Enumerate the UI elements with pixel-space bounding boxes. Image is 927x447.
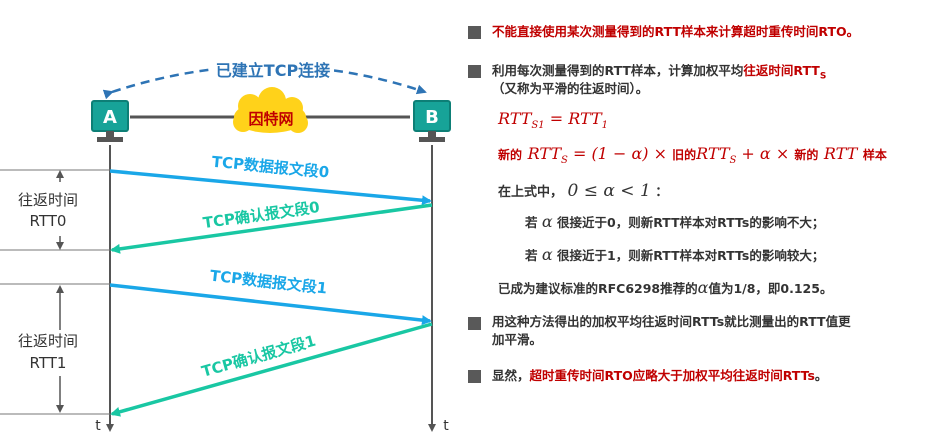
formula-subscript: S — [561, 155, 568, 167]
bullet-marker — [468, 26, 481, 39]
formula-subscript: 1 — [601, 120, 608, 132]
host-b-computer: B — [413, 100, 451, 142]
point-weighted-average-line2: （又称为平滑的往返时间）。 — [492, 81, 649, 96]
alpha-range: 在上式中， 0 ≤ α < 1 ： — [498, 180, 668, 204]
alpha-near-zero-pre: 若 — [525, 215, 538, 230]
data-segment-0-arrow — [109, 169, 432, 206]
rtts-term-text: 往返时间RTT — [743, 63, 820, 78]
rtt1-label-line2: RTT1 — [30, 354, 67, 372]
rtts-term: 往返时间RTTS — [743, 63, 826, 82]
alpha-near-one-text: 很接近于1，则新RTT样本对RTTs的影响较大； — [557, 248, 825, 263]
formula-equals: = — [544, 109, 569, 128]
rtt1-label-line1: 往返时间 — [18, 332, 78, 350]
alpha-range-post: ： — [655, 185, 669, 200]
ack-segment-1-arrow — [110, 322, 433, 417]
formula-sample-label: 样本 — [862, 148, 887, 162]
alpha-symbol: α — [697, 278, 709, 297]
internet-cloud: 因特网 — [233, 87, 308, 133]
formula-plus: + α × — [736, 144, 795, 163]
host-b-label: B — [425, 107, 439, 128]
internet-label: 因特网 — [248, 110, 293, 128]
tcp-rtt-diagram: 已建立TCP连接 因特网 A B t t 往返时间 RTT0 往返时间 — [0, 58, 451, 434]
point-rto-conclusion: 显然，超时重传时间RTO应略大于加权平均往返时间RTTs。 — [492, 367, 827, 385]
alpha-symbol: α — [541, 212, 553, 231]
rto-conclusion-pre: 显然， — [492, 368, 530, 383]
formula-subscript: S — [729, 155, 737, 167]
alpha-range-pre: 在上式中， — [498, 185, 564, 200]
formula-rtt: RTT — [823, 144, 858, 163]
ack-segment-0-label: TCP确认报文段0 — [202, 198, 321, 232]
alpha-near-one-pre: 若 — [525, 248, 538, 263]
ack-segment-0-arrow — [110, 203, 433, 254]
formula-rtt: RTT — [527, 144, 561, 163]
formula-update: 新的 RTTS = (1 − α) × 旧的RTTS + α × 新的 RTT … — [498, 143, 887, 172]
formula-old-label: 旧的 — [672, 148, 697, 162]
rtts-term-subscript: S — [819, 71, 827, 82]
alpha-near-zero: 若 α 很接近于0，则新RTT样本对RTTs的影响不大； — [525, 213, 824, 232]
rto-conclusion-post: 。 — [814, 368, 828, 383]
rtt0-label-line1: 往返时间 — [18, 191, 78, 209]
alpha-range-math: 0 ≤ α < 1 — [567, 181, 651, 201]
formula-rtt: RTT — [568, 109, 602, 128]
time-label-b: t — [443, 418, 449, 434]
formula-new-label: 新的 — [498, 148, 523, 162]
explanation-panel: 不能直接使用某次测量得到的RTT样本来计算超时重传时间RTO。 利用每次测量得到… — [460, 0, 927, 447]
connection-label: 已建立TCP连接 — [216, 61, 330, 80]
bullet-marker — [468, 65, 481, 78]
point-no-single-sample: 不能直接使用某次测量得到的RTT样本来计算超时重传时间RTO。 — [492, 24, 860, 39]
alpha-near-one: 若 α 很接近于1，则新RTT样本对RTTs的影响较大； — [525, 246, 824, 265]
data-segment-0-label: TCP数据报文段0 — [211, 153, 330, 182]
formula-initial: RTTS1 = RTT1 — [498, 108, 608, 137]
weighted-average-text: 利用每次测量得到的RTT样本，计算加权平均 — [492, 63, 744, 78]
alpha-symbol: α — [541, 245, 553, 264]
rfc-recommendation-pre: 已成为建议标准的RFC6298推荐的 — [498, 281, 698, 296]
rto-conclusion-emphasis: 超时重传时间RTO应略大于加权平均往返时间RTTs — [529, 368, 815, 383]
formula-subscript: S1 — [531, 120, 545, 132]
point-smoother-line2: 加平滑。 — [492, 332, 543, 347]
data-segment-1-arrow — [109, 283, 432, 326]
host-a-label: A — [103, 107, 117, 128]
formula-weight: = (1 − α) × — [567, 144, 673, 163]
bullet-marker — [468, 317, 481, 330]
host-a-computer: A — [91, 100, 129, 142]
connection-arc — [102, 64, 427, 100]
rtt0-label-line2: RTT0 — [30, 212, 67, 230]
rfc-recommendation: 已成为建议标准的RFC6298推荐的α值为1/8，即0.125。 — [498, 279, 832, 298]
rfc-recommendation-text: 值为1/8，即0.125。 — [708, 281, 833, 296]
formula-rtt: RTT — [498, 109, 532, 128]
data-segment-1-label: TCP数据报文段1 — [209, 267, 328, 298]
formula-rtt: RTT — [696, 144, 730, 163]
point-weighted-average: 利用每次测量得到的RTT样本，计算加权平均往返时间RTTS — [492, 62, 826, 86]
formula-new-label: 新的 — [794, 148, 819, 162]
point-smoother: 用这种方法得出的加权平均往返时间RTTs就比测量出的RTT值更 — [492, 314, 851, 329]
bullet-marker — [468, 370, 481, 383]
alpha-near-zero-text: 很接近于0，则新RTT样本对RTTs的影响不大； — [557, 215, 825, 230]
time-label-a: t — [95, 418, 101, 434]
